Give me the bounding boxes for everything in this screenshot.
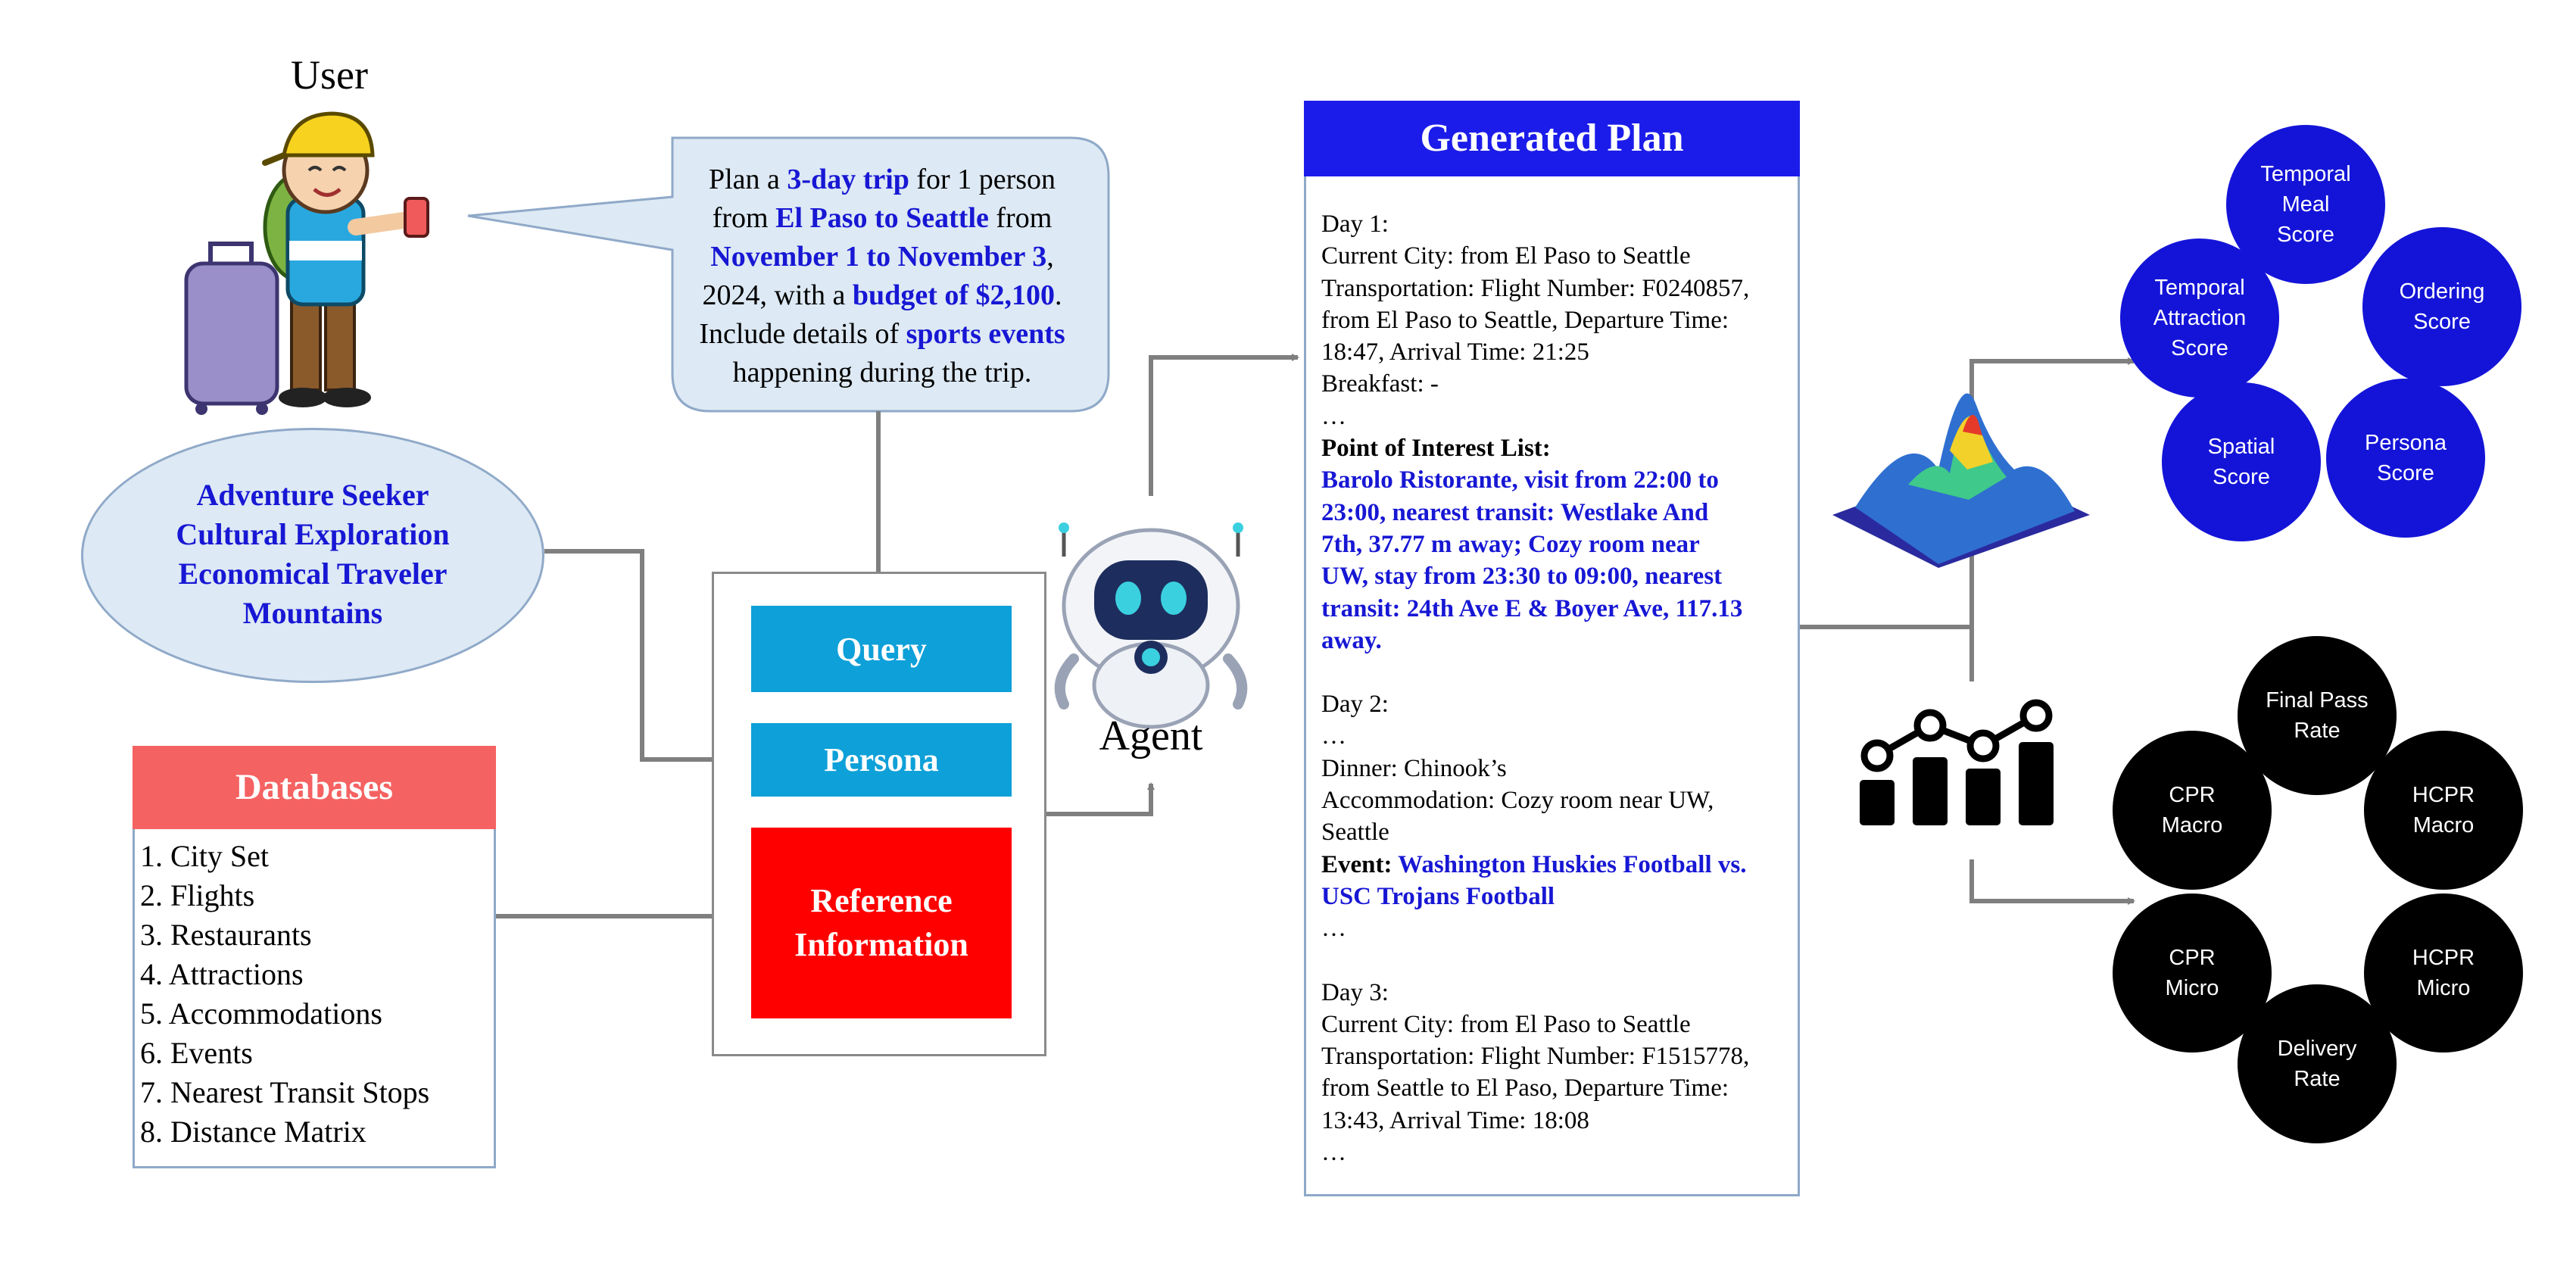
robot-agent-icon [1054,522,1248,729]
plan-line: from Seattle to El Paso, Departure Time: [1321,1074,1729,1102]
surface-plot-icon [1832,393,2090,568]
plan-poi-heading: Point of Interest List: [1321,435,1551,463]
plan-poi-line: UW, stay from 23:30 to 09:00, nearest [1321,563,1723,591]
plan-poi-line: 23:00, nearest transit: Westlake And [1321,498,1709,526]
plan-poi-line: Barolo Ristorante, visit from 22:00 to [1321,466,1719,494]
arrow-inputs-to-agent [1046,782,1155,816]
arrow-persona-to-input [544,549,747,763]
arrow-agent-to-plan [1149,354,1299,496]
database-item: 2. Flights [140,878,255,912]
plan-event-line: Washington Huskies Football vs. [1398,850,1747,878]
database-item: 3. Restaurants [140,918,312,952]
database-item: 8. Distance Matrix [140,1115,366,1149]
plan-ellipsis: … [1321,402,1346,430]
arrow-to-soft-scores [1969,357,2135,681]
persona-trait: Adventure Seeker [196,478,429,512]
plan-ellipsis: … [1321,915,1346,943]
user-query-text: Plan a 3-day trip for 1 person from El P… [699,164,1065,388]
plan-line: Current City: from El Paso to Seattle [1321,242,1691,270]
plan-line: Transportation: Flight Number: F1515778, [1321,1043,1750,1071]
plan-line: Transportation: Flight Number: F0240857, [1321,274,1750,302]
persona-traits: Adventure Seeker Cultural Exploration Ec… [81,476,544,633]
plan-poi-line: 7th, 37.77 m away; Cozy room near [1321,530,1700,558]
query-block: Query [751,606,1012,692]
plan-day-heading: Day 2: [1321,691,1389,719]
user-label: User [291,52,368,98]
plan-ellipsis: … [1321,722,1346,750]
plan-line: 13:43, Arrival Time: 18:08 [1321,1106,1589,1134]
databases-title: Databases [133,746,496,829]
plan-line: Accommodation: Cozy room near UW, [1321,787,1714,815]
plan-line: Seattle [1321,819,1389,847]
plan-line: Breakfast: - [1321,370,1439,398]
plan-day-heading: Day 1: [1321,211,1389,238]
databases-list: 1. City Set 2. Flights 3. Restaurants 4.… [140,837,496,1152]
plan-line: Current City: from El Paso to Seattle [1321,1010,1691,1038]
database-item: 7. Nearest Transit Stops [140,1075,430,1109]
persona-block: Persona [751,723,1012,797]
persona-trait: Mountains [242,596,383,630]
plan-line: from El Paso to Seattle, Departure Time: [1321,306,1729,334]
plan-ellipsis: … [1321,1139,1346,1167]
plan-poi-line: away. [1321,626,1382,654]
plan-event-label: Event: [1321,850,1399,878]
database-item: 4. Attractions [140,957,304,991]
traveler-illustration [184,111,429,415]
persona-trait: Economical Traveler [178,557,448,591]
speech-bubble [467,136,1110,413]
persona-trait: Cultural Exploration [176,517,450,551]
database-item: 1. City Set [140,839,270,873]
generated-plan-title: Generated Plan [1304,101,1800,176]
generated-plan-body: Day 1: Current City: from El Paso to Sea… [1321,208,1791,1168]
arrow-to-hard-metrics [1969,859,2135,905]
plan-day-heading: Day 3: [1321,978,1389,1006]
agent-label: Agent [1099,713,1203,759]
persona-ellipse [81,428,544,683]
generated-plan-box [1304,101,1800,1196]
database-item: 6. Events [140,1036,253,1070]
plan-poi-line: transit: 24th Ave E & Boyer Ave, 117.13 [1321,594,1743,622]
plan-event-line: USC Trojans Football [1321,882,1555,910]
plan-line: Dinner: Chinook’s [1321,754,1507,782]
plan-line: 18:47, Arrival Time: 21:25 [1321,338,1589,366]
database-item: 5. Accommodations [140,996,382,1031]
bar-line-chart-icon [1860,699,2054,825]
